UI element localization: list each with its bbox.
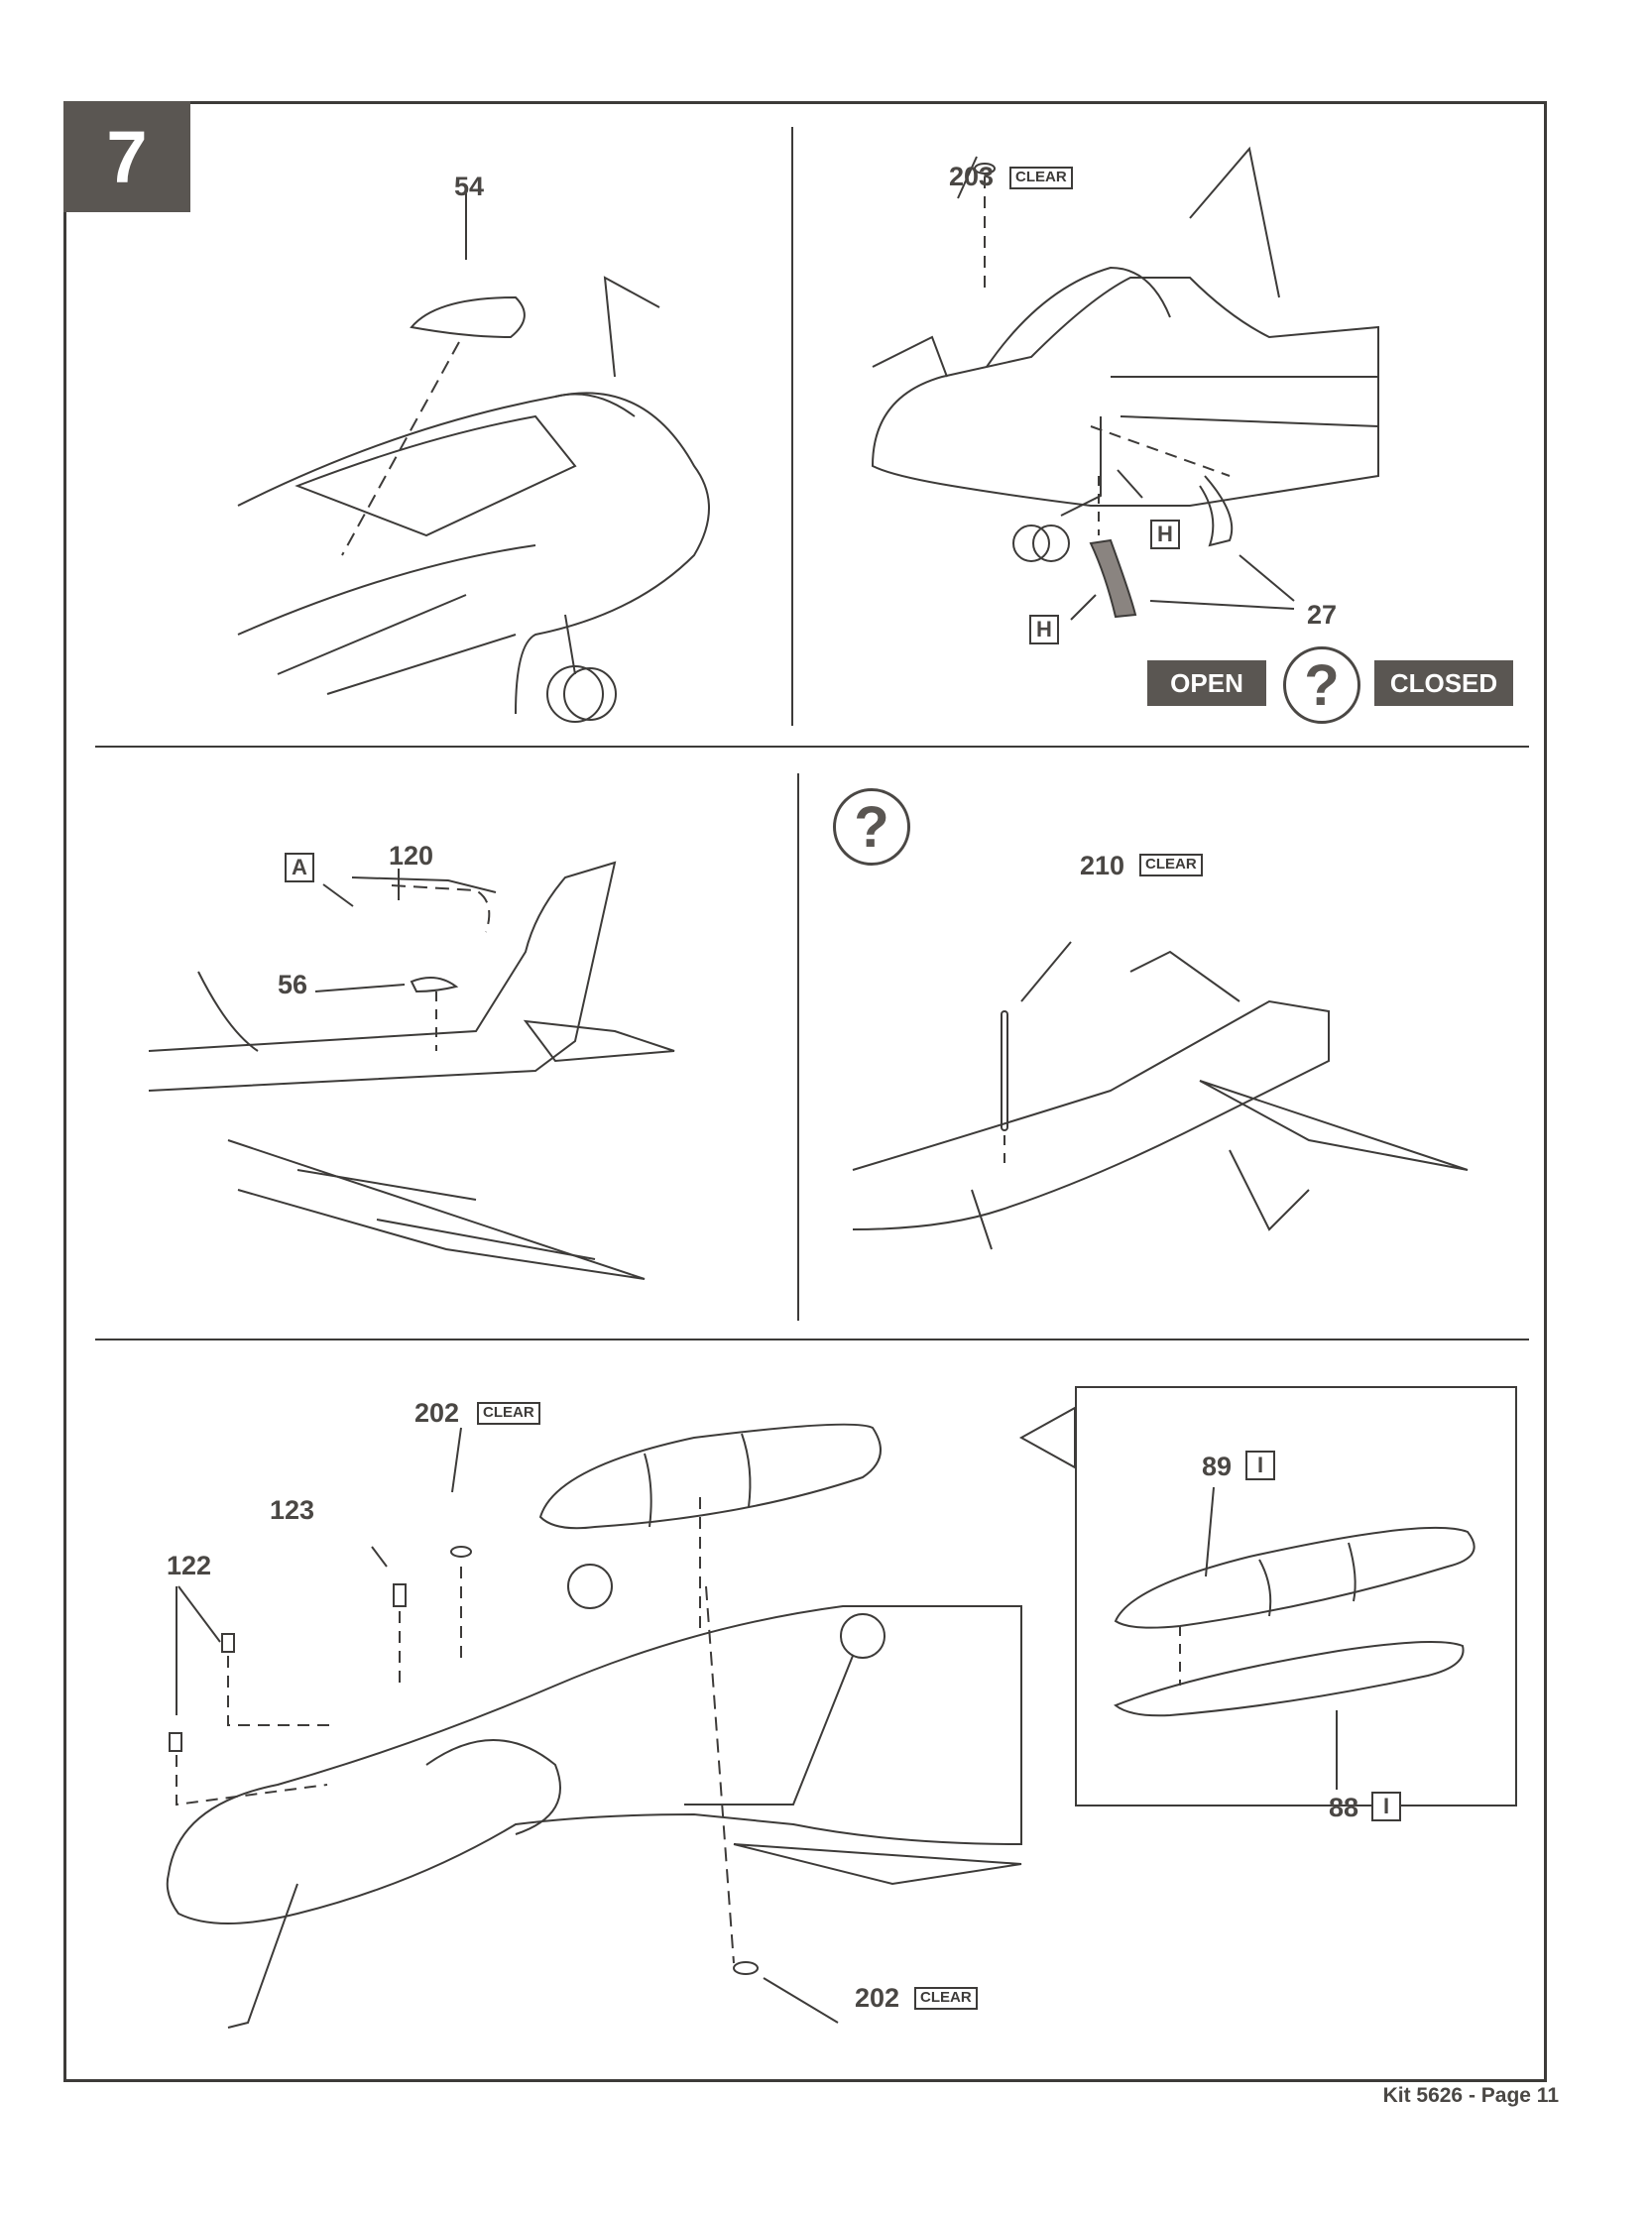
closed-option-badge: CLOSED — [1374, 660, 1513, 706]
sprue-letter-a: A — [285, 853, 314, 882]
sprue-letter-i: I — [1371, 1792, 1401, 1821]
pod-detail-inset — [1075, 1386, 1517, 1806]
part-label-123: 123 — [270, 1495, 315, 1525]
part-label-88: 88 — [1329, 1793, 1359, 1822]
question-icon: ? — [1283, 646, 1360, 724]
part-label-56: 56 — [278, 970, 308, 999]
divider-top — [791, 127, 793, 726]
divider-row1 — [95, 746, 1529, 748]
pod-assembly-drawing — [166, 1406, 1076, 2029]
divider-row2 — [95, 1339, 1529, 1340]
part-label-89: 89 — [1202, 1452, 1233, 1481]
clear-tag: CLEAR — [1139, 854, 1203, 876]
part-label-202-bottom: 202 — [855, 1983, 900, 2013]
clear-tag: CLEAR — [477, 1402, 540, 1425]
part-label-202-top: 202 — [414, 1398, 460, 1428]
sprue-letter-i: I — [1245, 1451, 1275, 1480]
sprue-letter-h: H — [1150, 520, 1180, 549]
nose-gear-aircraft-drawing — [871, 146, 1379, 621]
clear-tag: CLEAR — [914, 1987, 978, 2010]
page-footer: Kit 5626 - Page 11 — [1382, 2084, 1559, 2107]
part-label-122: 122 — [167, 1551, 212, 1580]
tail-aircraft-drawing — [148, 861, 675, 1280]
part-label-27: 27 — [1307, 600, 1338, 630]
sprue-letter-h: H — [1029, 615, 1059, 644]
instruction-frame — [63, 101, 1547, 2082]
part-label-203: 203 — [949, 162, 995, 191]
part-label-120: 120 — [389, 841, 434, 871]
cockpit-aircraft-drawing — [237, 193, 710, 723]
divider-middle — [797, 773, 799, 1321]
open-option-badge: OPEN — [1147, 660, 1266, 706]
part-label-54: 54 — [454, 172, 485, 201]
part-label-210: 210 — [1080, 851, 1125, 880]
inset-pod-drawing — [1114, 1486, 1475, 1790]
clear-tag: CLEAR — [1009, 167, 1073, 189]
question-icon: ? — [833, 788, 910, 866]
canopy-aircraft-drawing — [852, 941, 1469, 1250]
step-number: 7 — [63, 101, 190, 212]
